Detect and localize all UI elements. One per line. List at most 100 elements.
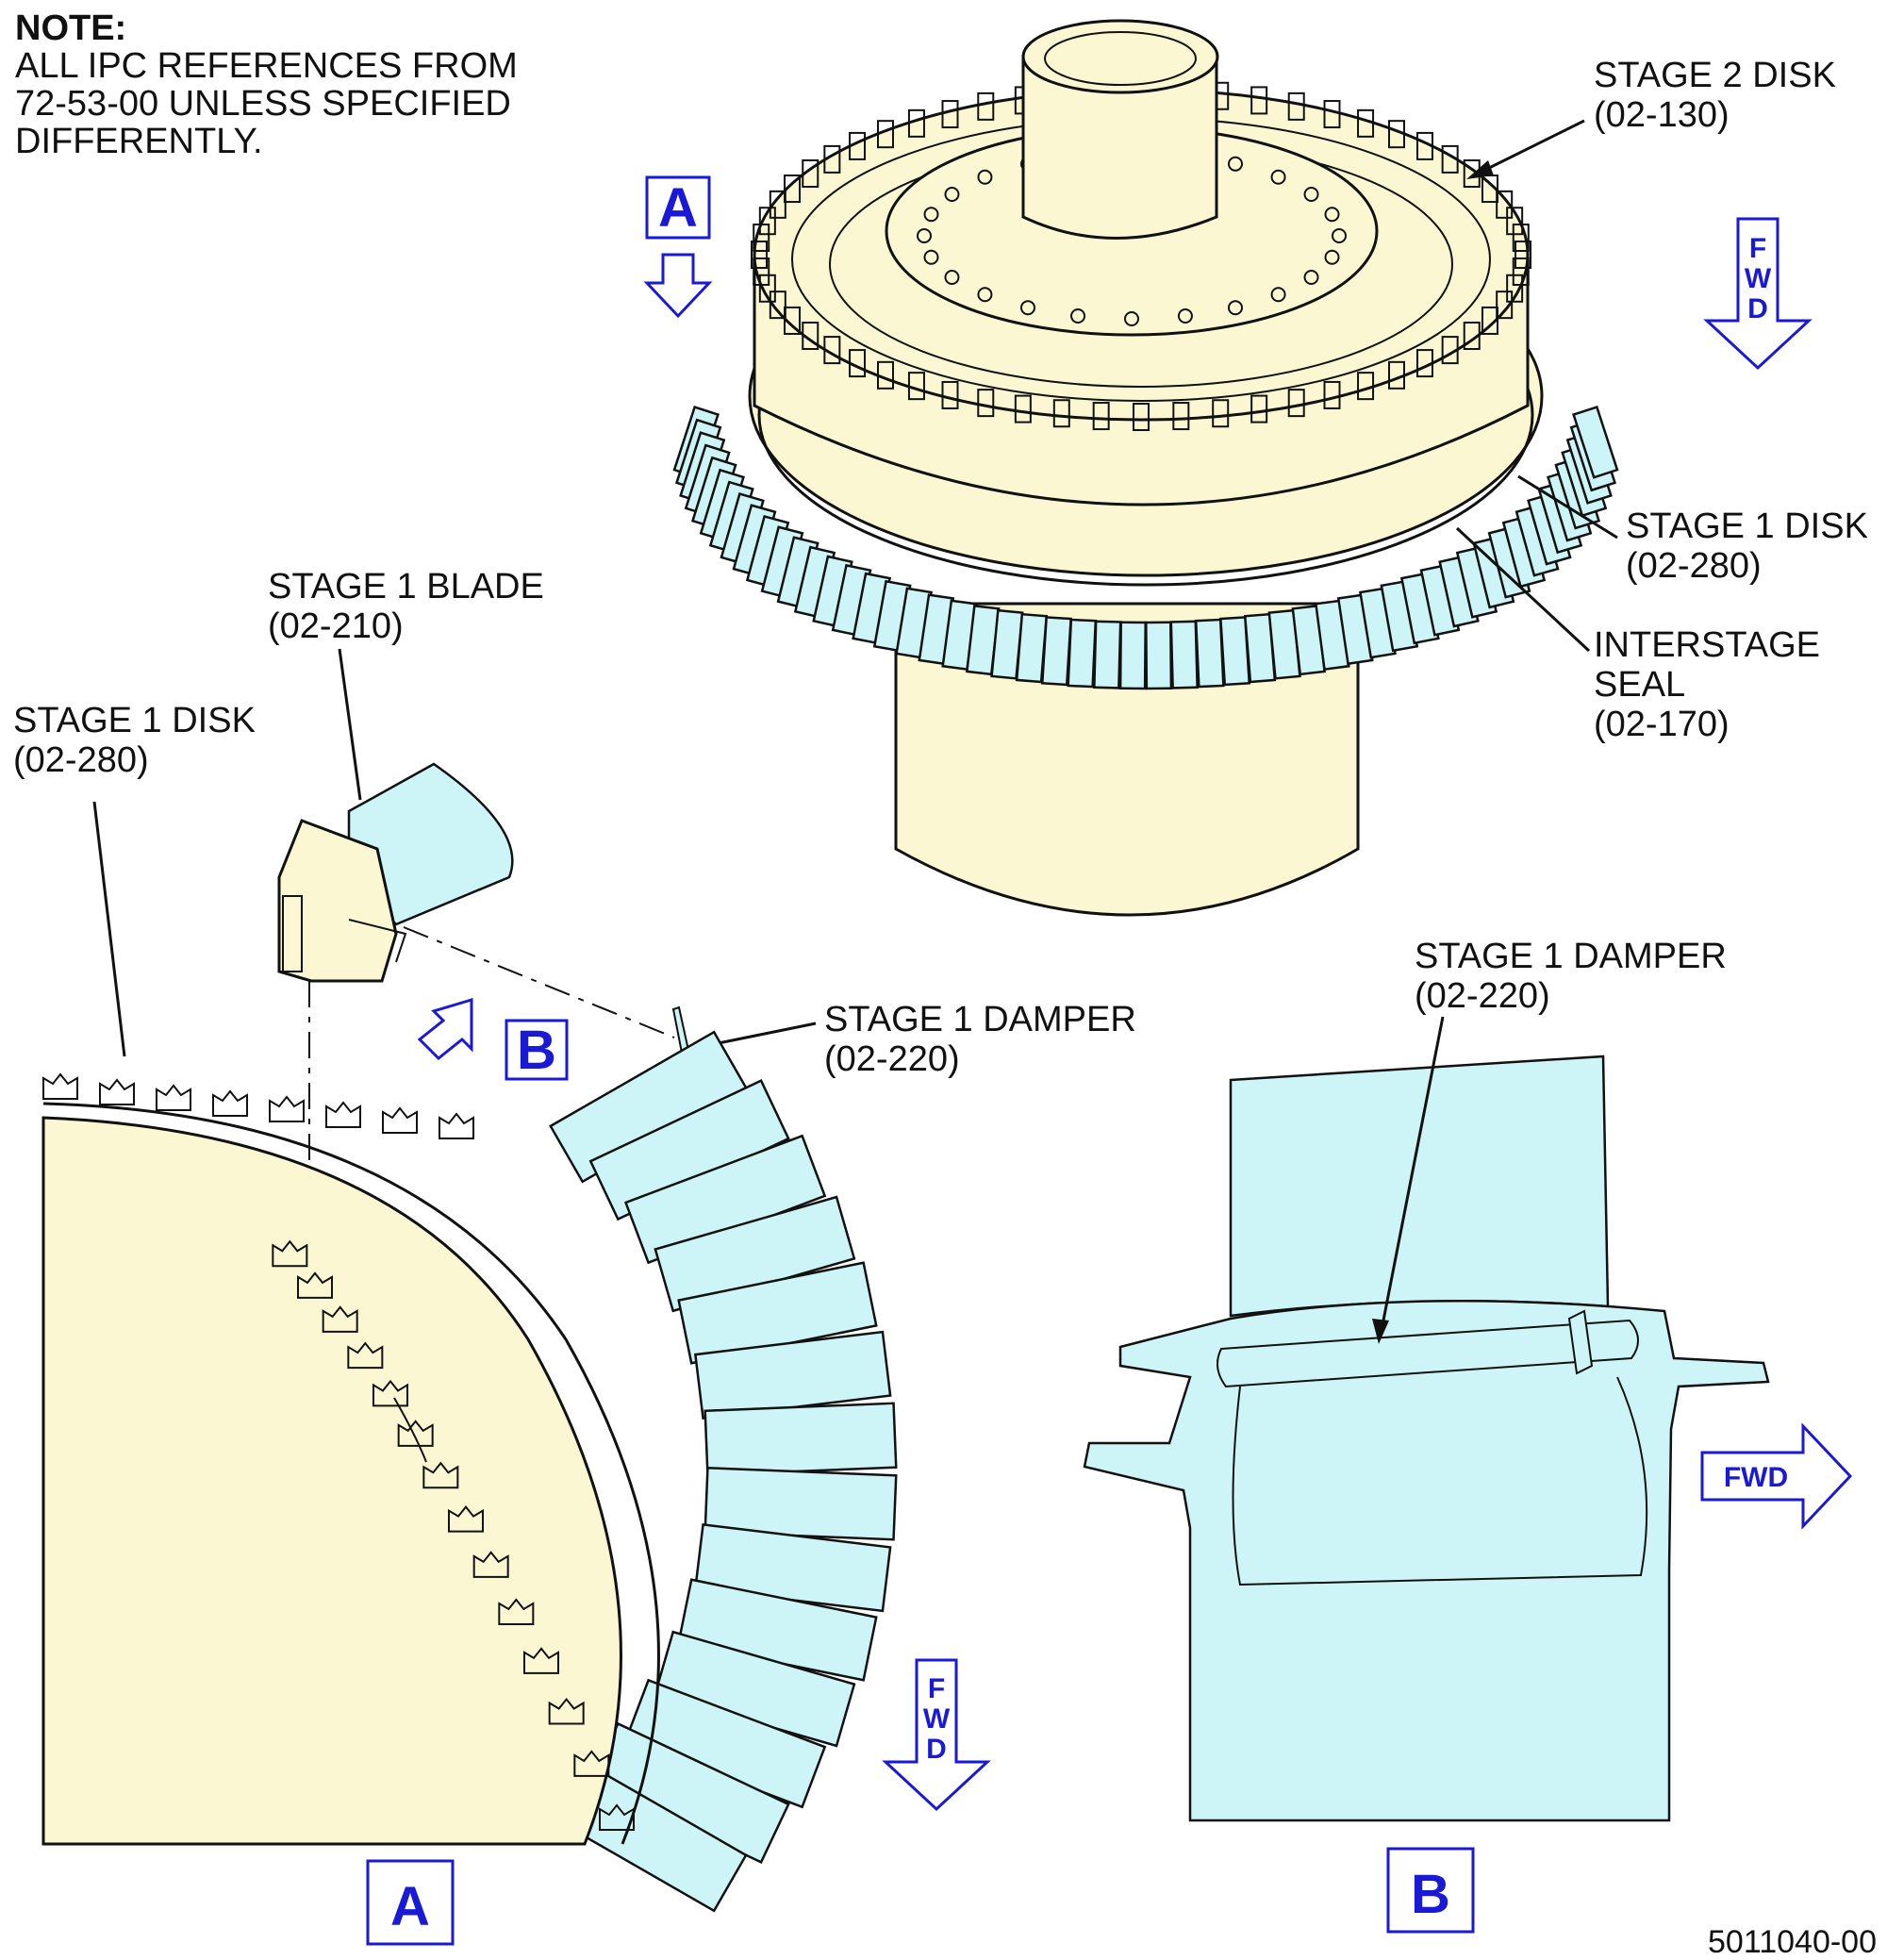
callout-damper-detail-name: STAGE 1 DAMPER xyxy=(1415,937,1727,976)
callout-interstage-seal-line2: SEAL xyxy=(1594,665,1685,705)
view-a-arrow-icon xyxy=(643,253,713,319)
blade xyxy=(703,1402,898,1477)
fwd-right-label: FWD xyxy=(1724,1462,1788,1493)
view-b-marker-box xyxy=(505,1019,569,1081)
disk-slot xyxy=(758,274,776,303)
callout-damper-exploded-name: STAGE 1 DAMPER xyxy=(824,1000,1136,1039)
hub-bolt xyxy=(944,270,960,285)
hub-bolt xyxy=(1324,249,1340,265)
blade xyxy=(1093,620,1122,689)
callout-stage1-blade-ref: (02-210) xyxy=(268,606,404,646)
dovetail-slot xyxy=(99,1078,135,1105)
detail-view-b: STAGE 1 DAMPER (02-220) FWD B xyxy=(1083,937,1853,1934)
fwd-right-arrow-icon xyxy=(1700,1422,1853,1530)
disk-slot xyxy=(1250,86,1268,115)
disk-slot xyxy=(1357,372,1375,401)
view-a-label-letter: A xyxy=(390,1876,430,1937)
detail-view-a: STAGE 1 DISK (02-280) F W D A xyxy=(13,701,991,1946)
dovetail-slot xyxy=(42,1072,78,1100)
disk-slot xyxy=(1052,399,1070,428)
callout-stage1-disk-main: STAGE 1 DISK (02-280) xyxy=(1517,474,1868,586)
disk-slot xyxy=(784,306,802,335)
disk-slot xyxy=(1357,108,1375,138)
disk-slot xyxy=(877,360,895,390)
figure-number: 5011040-00 xyxy=(1708,1924,1877,1960)
dovetail-slot xyxy=(397,1420,434,1447)
disk-slot xyxy=(1441,144,1459,174)
blade xyxy=(1067,618,1098,689)
leader-interstage-seal xyxy=(1455,526,1591,653)
callout-interstage-seal-ref: (02-170) xyxy=(1594,705,1730,744)
hub-bolt xyxy=(1228,300,1243,316)
disk-slot xyxy=(907,372,925,401)
disk-slot xyxy=(753,224,770,253)
hub-bolt xyxy=(1303,187,1319,202)
dovetail-slot xyxy=(372,1379,408,1407)
disk-slot xyxy=(1512,257,1530,286)
hub-bolt xyxy=(1270,287,1286,303)
disk-slot xyxy=(802,322,819,350)
callout-stage1-blade-name: STAGE 1 BLADE xyxy=(268,567,544,606)
disk-slot xyxy=(1172,402,1190,431)
hub-bolt xyxy=(1324,207,1340,223)
disk-slot xyxy=(758,207,776,236)
fwd-letter-d: D xyxy=(1747,293,1768,324)
hub-bolt xyxy=(1270,169,1286,185)
shaft-bore xyxy=(1044,31,1197,86)
hub-bolt xyxy=(1020,300,1035,316)
hub-bolt xyxy=(923,249,939,265)
hub-bolt xyxy=(1177,308,1193,324)
disk-slot xyxy=(1287,389,1305,418)
disk-slot xyxy=(1496,291,1514,320)
disk-slot xyxy=(1287,91,1305,121)
disk-slot xyxy=(1212,399,1230,428)
disk-slot xyxy=(1463,322,1481,350)
disk-slot xyxy=(1133,403,1150,431)
fwd-arrow-top-right: F W D xyxy=(1703,217,1813,371)
detail-a-dovetail-slots xyxy=(42,1072,635,1831)
dovetail-slot xyxy=(347,1341,384,1370)
detail-a-blade-row xyxy=(549,1030,898,1913)
hub-bolt xyxy=(977,287,993,303)
blade xyxy=(1169,620,1199,689)
callout-stage2-disk-ref: (02-130) xyxy=(1594,95,1730,135)
dovetail-slot xyxy=(523,1647,559,1674)
detail-b-damper-part xyxy=(1567,1309,1594,1375)
dovetail-slot xyxy=(599,1803,635,1831)
rotor-shaft xyxy=(1021,55,1218,240)
disk-slot xyxy=(802,159,819,188)
disk-slot xyxy=(1441,336,1459,365)
hub-bolt xyxy=(1070,308,1086,324)
detail-b-root-shank xyxy=(1232,1376,1648,1586)
fwd-letter-f: F xyxy=(1749,233,1766,264)
disk-slot xyxy=(1092,402,1110,431)
stage1-blade-platform-root xyxy=(277,819,398,983)
blade xyxy=(1572,405,1619,479)
disk-slot xyxy=(823,144,841,174)
fwd-letter-f: F xyxy=(928,1673,945,1704)
disk-slot xyxy=(823,336,841,365)
disk-slot xyxy=(1512,224,1530,253)
hub-bolt xyxy=(1332,228,1347,243)
fwd-down-arrow-icon xyxy=(1703,217,1813,371)
callout-stage2-disk: STAGE 2 DISK (02-130) xyxy=(1466,56,1836,179)
disk-slot xyxy=(769,291,786,320)
dovetail-slot xyxy=(422,1461,459,1489)
disk-slot xyxy=(1323,380,1341,409)
disk-slot xyxy=(1415,131,1433,160)
disk-slot xyxy=(1496,190,1514,219)
dovetail-slot xyxy=(472,1551,509,1578)
disk-slot xyxy=(751,241,768,269)
leader-arrowhead-icon xyxy=(1466,160,1494,179)
view-b-label-box xyxy=(1386,1847,1475,1934)
detail-b-airfoil xyxy=(1229,1055,1610,1318)
dovetail-slot xyxy=(448,1505,484,1533)
stage1-blade-ring xyxy=(672,405,1619,690)
disk-slot xyxy=(769,190,786,219)
callout-damper-exploded-ref: (02-220) xyxy=(824,1039,960,1079)
hub-bolt xyxy=(1303,270,1319,285)
disk-slot xyxy=(907,108,925,138)
view-a-label-box xyxy=(366,1859,455,1946)
disk-slot xyxy=(977,91,995,121)
